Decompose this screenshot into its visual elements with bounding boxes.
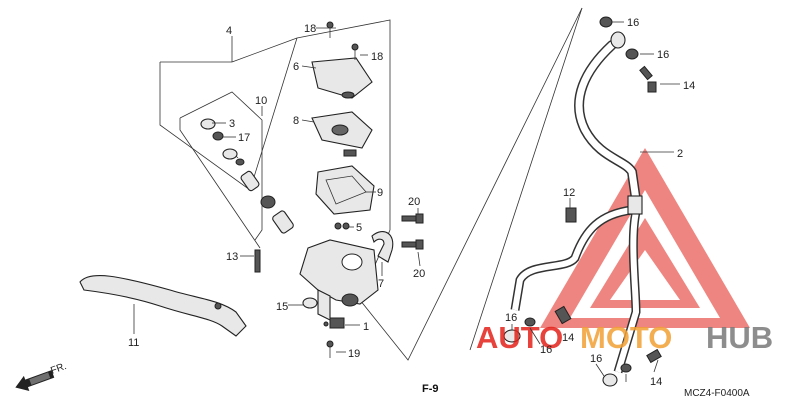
leader-lines xyxy=(133,21,680,382)
callout-11: 11 xyxy=(128,337,139,349)
front-label: FR. xyxy=(49,361,68,377)
callout-15: 15 xyxy=(276,301,288,313)
callout-5: 5 xyxy=(356,222,362,234)
figure-code: F-9 xyxy=(422,383,439,395)
pivot-bolt-13 xyxy=(254,249,261,273)
front-marker: FR. xyxy=(15,361,68,391)
switch-assembly xyxy=(323,317,345,329)
reservoir-cap xyxy=(311,57,373,99)
master-cylinder-parts xyxy=(200,21,424,358)
diagram-code: MCZ4-F0400A xyxy=(684,388,750,399)
callouts: 4 18 18 6 8 10 3 17 9 5 20 20 7 13 15 1 … xyxy=(128,17,695,388)
callout-1: 1 xyxy=(363,321,369,333)
piston-kit xyxy=(200,118,294,234)
callout-14a: 14 xyxy=(683,80,695,92)
screw-18a xyxy=(326,21,334,38)
watermark-hub: HUB xyxy=(706,320,773,355)
callout-14c: 14 xyxy=(650,376,662,388)
callout-18b: 18 xyxy=(371,51,383,63)
callout-3: 3 xyxy=(229,118,235,130)
callout-6: 6 xyxy=(293,61,299,73)
bolt-20a xyxy=(401,213,424,224)
bolt-20b xyxy=(401,239,424,250)
callout-10: 10 xyxy=(255,95,267,107)
callout-16a: 16 xyxy=(627,17,639,29)
diaphragm xyxy=(315,165,375,215)
screw-19 xyxy=(326,340,334,358)
callout-4: 4 xyxy=(226,25,232,37)
callout-16e: 16 xyxy=(590,353,602,365)
callout-14b: 14 xyxy=(562,332,574,344)
washer-15 xyxy=(302,297,318,309)
watermark xyxy=(540,148,750,328)
holder-clamp xyxy=(371,231,394,263)
front-arrow-icon xyxy=(15,370,55,391)
callout-8: 8 xyxy=(293,115,299,127)
callout-17: 17 xyxy=(238,132,250,144)
watermark-moto: MOTO xyxy=(580,320,672,355)
brake-hose-assembly xyxy=(503,16,662,387)
callout-16d: 16 xyxy=(540,344,552,356)
callout-13: 13 xyxy=(226,251,238,263)
screw-18b xyxy=(351,43,359,60)
screw-5 xyxy=(334,222,350,230)
callout-20b: 20 xyxy=(413,268,425,280)
callout-2: 2 xyxy=(677,148,683,160)
callout-16b: 16 xyxy=(657,49,669,61)
callout-9: 9 xyxy=(377,187,383,199)
master-cylinder-body xyxy=(299,239,379,305)
callout-19: 19 xyxy=(348,348,360,360)
watermark-auto: AUTO xyxy=(476,320,563,355)
watermark-triangle-icon xyxy=(540,148,750,328)
brake-lever xyxy=(79,275,247,337)
watermark-text: AUTO MOTO HUB xyxy=(476,320,773,355)
callout-20a: 20 xyxy=(408,196,420,208)
callout-16c: 16 xyxy=(505,312,517,324)
callout-18a: 18 xyxy=(304,23,316,35)
callout-12: 12 xyxy=(563,187,575,199)
callout-7: 7 xyxy=(378,278,384,290)
